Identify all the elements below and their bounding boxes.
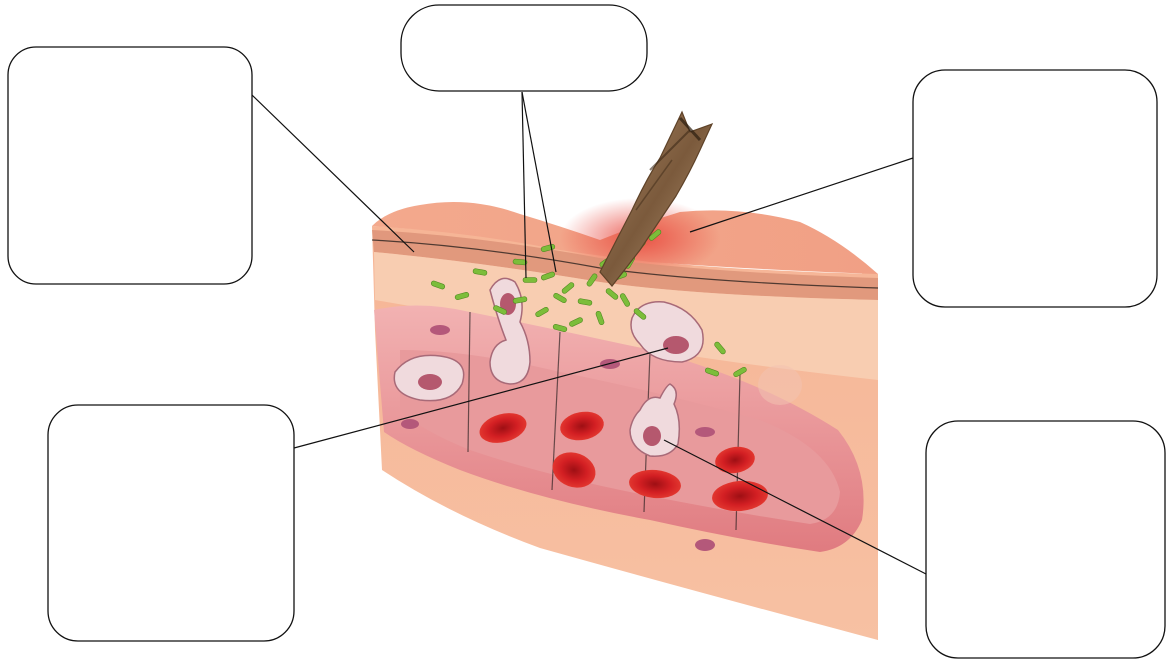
label-box-lower-right[interactable] (926, 421, 1165, 658)
label-box-upper-left[interactable] (8, 47, 252, 284)
label-box-top[interactable] (401, 5, 647, 91)
leader-upper-left (252, 95, 414, 252)
endothelial-nucleus (401, 419, 419, 429)
faded-cell (758, 365, 802, 405)
nucleus (663, 336, 689, 354)
label-box-upper-right[interactable] (913, 70, 1157, 307)
nucleus (643, 426, 661, 446)
nucleus (418, 374, 442, 390)
endothelial-nucleus (695, 539, 715, 551)
endothelial-nucleus (695, 427, 715, 437)
label-box-lower-left[interactable] (48, 405, 294, 641)
leader-upper-right (690, 158, 913, 232)
endothelial-nucleus (430, 325, 450, 335)
bacterium (523, 278, 537, 283)
